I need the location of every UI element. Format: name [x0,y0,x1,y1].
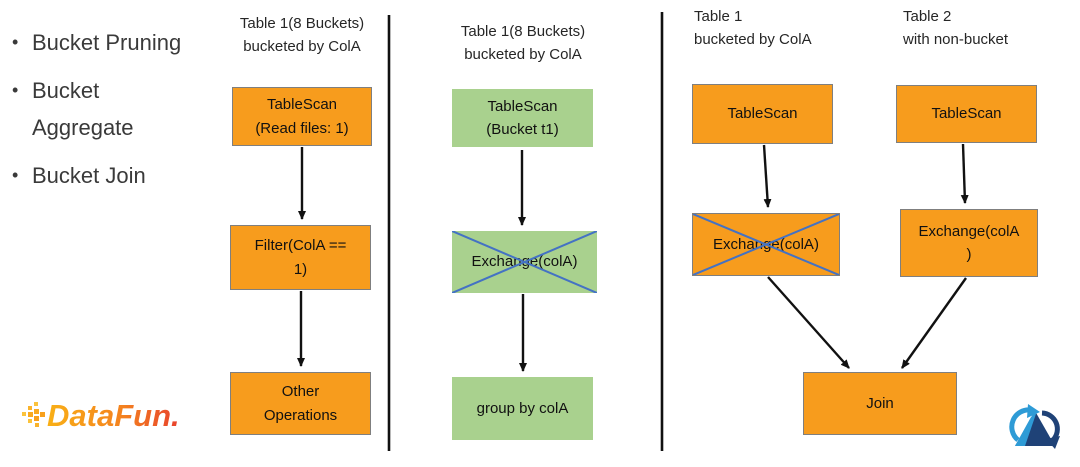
datafun-logo-text: DataFun. [47,398,184,434]
panel3-right-header: Table 2 with non-bucket [903,8,1009,48]
arrow-p3-left-exchange-to-join [767,276,850,369]
panel2-node-exchange-crossed: Exchange(colA) [452,231,597,293]
panel3-left-header: Table 1 bucketed by ColA [694,8,812,48]
panel3-left-node-exchange-crossed: Exchange(colA) [692,213,840,276]
arrow-p3-right-exchange-to-join [901,277,967,369]
panel3-node-join: Join [803,372,957,435]
panel2-node-group-by: group by colA [452,377,593,440]
panel1-header: Table 1(8 Buckets) bucketed by ColA [239,15,365,55]
panel2-header: Table 1(8 Buckets) bucketed by ColA [460,23,586,63]
cycle-triangle-logo-icon [1009,404,1060,449]
bullet-item-bucket-join: Bucket Join [10,157,200,194]
datafun-pixels-icon [22,402,45,427]
arrow-p3-left-scan-to-exchange [762,144,772,208]
panel2-node-tablescan: TableScan (Bucket t1) [452,89,593,147]
panel3-right-node-exchange: Exchange(colA ) [900,209,1038,277]
panel3-left-node-exchange-label: Exchange(colA) [713,235,819,253]
bullet-item-bucket-aggregate: Bucket Aggregate [10,72,200,146]
panel1-node-tablescan: TableScan (Read files: 1) [232,87,372,146]
bullet-item-bucket-pruning: Bucket Pruning [10,24,200,61]
bullet-list: Bucket Pruning Bucket Aggregate Bucket J… [10,24,200,205]
panel3-left-node-tablescan: TableScan [692,84,833,144]
panel2-node-exchange-label: Exchange(colA) [471,253,578,271]
panel1-node-filter: Filter(ColA == 1) [230,225,371,290]
panel3-right-node-tablescan: TableScan [896,85,1037,143]
panel1-node-other-operations: Other Operations [230,372,371,435]
datafun-logo: DataFun. [20,398,184,434]
arrow-p3-right-scan-to-exchange [960,143,969,204]
